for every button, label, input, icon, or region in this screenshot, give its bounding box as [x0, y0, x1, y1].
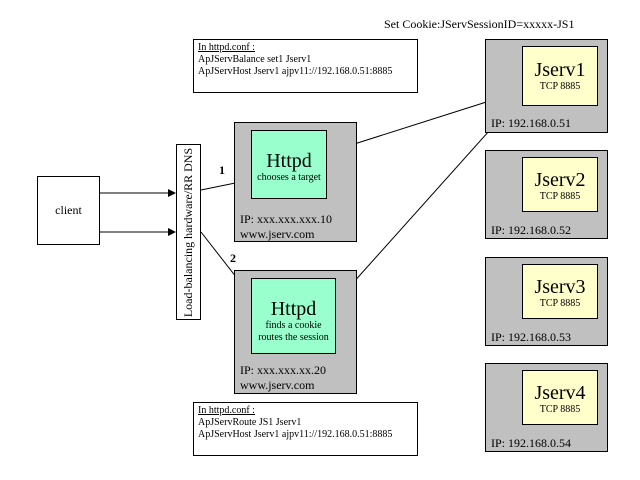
jserv2-ip: IP: 192.168.0.52 — [491, 223, 572, 237]
jserv4-name: Jserv4 — [534, 382, 586, 404]
load-balancer-label: Load-balancing hardware/RR DNS — [181, 147, 196, 317]
step-2-label: 2 — [230, 251, 236, 265]
jserv4-server-box: Jserv4 TCP 8885 IP: 192.168.0.54 — [485, 363, 608, 452]
bottom-note-line1: ApJServRoute JS1 Jserv1 — [198, 417, 302, 428]
jserv2-name: Jserv2 — [534, 169, 586, 191]
httpd1-title: Httpd — [266, 150, 312, 172]
jserv3-server-box: Jserv3 TCP 8885 IP: 192.168.0.53 — [485, 257, 608, 346]
client-label: client — [55, 203, 82, 217]
cookie-label: Set Cookie:JServSessionID=xxxxx-JS1 — [384, 17, 575, 31]
httpd2-subtitle-2: routes the session — [258, 332, 329, 343]
httpd2-process-box: Httpd finds a cookie routes the session — [251, 278, 336, 354]
step-1-label: 1 — [219, 163, 225, 177]
jserv4-process-box: Jserv4 TCP 8885 — [522, 370, 598, 425]
bottom-note-title: In httpd.conf : — [198, 405, 255, 416]
jserv4-port: TCP 8885 — [539, 404, 581, 415]
jserv3-ip: IP: 192.168.0.53 — [491, 330, 572, 344]
top-note-title: In httpd.conf : — [198, 42, 255, 53]
httpd2-host: www.jserv.com — [240, 378, 315, 392]
httpd1-process-box: Httpd chooses a target — [251, 130, 327, 199]
top-note-line2: ApJServHost Jserv1 ajpv11://192.168.0.51… — [198, 66, 393, 77]
bottom-config-note: In httpd.conf : ApJServRoute JS1 Jserv1 … — [193, 402, 418, 456]
jserv3-name: Jserv3 — [534, 276, 586, 298]
jserv2-process-box: Jserv2 TCP 8885 — [522, 157, 598, 212]
httpd2-ip: IP: xxx.xxx.xx.20 — [240, 363, 327, 377]
jserv1-name: Jserv1 — [534, 59, 586, 81]
jserv2-port: TCP 8885 — [539, 191, 581, 202]
jserv4-ip: IP: 192.168.0.54 — [491, 436, 572, 450]
httpd2-title: Httpd — [270, 298, 317, 320]
httpd1-ip: IP: xxx.xxx.xxx.10 — [240, 212, 333, 226]
jserv2-server-box: Jserv2 TCP 8885 IP: 192.168.0.52 — [485, 150, 608, 239]
top-note-line1: ApJServBalance set1 Jserv1 — [198, 54, 312, 65]
jserv1-port: TCP 8885 — [539, 81, 581, 92]
jserv3-port: TCP 8885 — [539, 298, 581, 309]
httpd2-subtitle-1: finds a cookie — [265, 320, 322, 331]
bottom-note-line2: ApJServHost Jserv1 ajpv11://192.168.0.51… — [198, 429, 393, 440]
jserv1-process-box: Jserv1 TCP 8885 — [522, 46, 598, 106]
load-balancer-box: Load-balancing hardware/RR DNS — [176, 144, 201, 320]
jserv1-server-box: Jserv1 TCP 8885 IP: 192.168.0.51 — [485, 39, 608, 133]
httpd1-subtitle: chooses a target — [257, 172, 321, 183]
httpd2-server-box: Httpd finds a cookie routes the session … — [234, 270, 357, 394]
jserv3-process-box: Jserv3 TCP 8885 — [522, 264, 598, 319]
httpd1-host: www.jserv.com — [240, 227, 315, 241]
httpd1-server-box: Httpd chooses a target IP: xxx.xxx.xxx.1… — [234, 122, 357, 242]
client-box: client — [37, 176, 100, 245]
jserv1-ip: IP: 192.168.0.51 — [491, 116, 572, 130]
top-config-note: In httpd.conf : ApJServBalance set1 Jser… — [193, 39, 418, 93]
